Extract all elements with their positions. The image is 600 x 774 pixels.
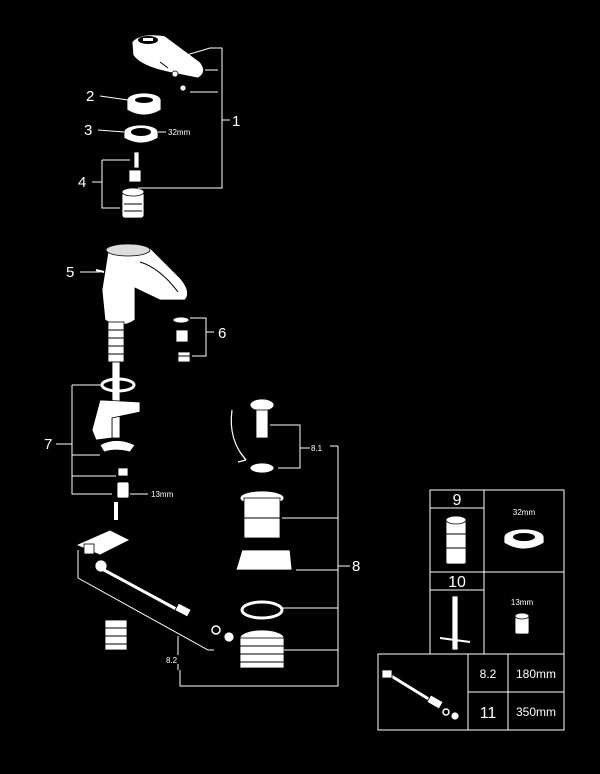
box-9-size: 32mm [513,508,536,517]
spare-parts-table: 9 32mm 10 13mm [377,489,565,731]
callout-7: 7 [44,436,52,453]
callout-3: 3 [84,122,92,139]
box-9-number: 9 [453,492,462,509]
aerator [172,316,191,363]
callout-1: 1 [232,113,240,130]
callout-7-size: 13mm [151,490,174,499]
callout-4: 4 [78,174,86,191]
lever-handle [131,34,204,92]
fixing-set [91,377,141,499]
waste-set [230,398,293,669]
callout-8: 8 [352,558,360,575]
leader-lines [56,47,350,687]
callout-6: 6 [218,325,226,342]
row-0-ref: 8.2 [480,667,497,681]
pull-rod-assembly [74,502,235,651]
row-1-length: 350mm [516,705,556,719]
box-10-number: 10 [448,574,466,591]
cap-cover [126,92,162,116]
callout-8-2: 8.2 [166,656,178,665]
cartridge-spare-icon [445,515,467,565]
callout-8-1: 8.1 [311,444,323,453]
rod-spare-icon [439,595,471,651]
box-10-size: 13mm [511,598,534,607]
mixer-body [95,243,188,326]
callout-2: 2 [86,88,94,105]
cartridge-adapter [121,151,145,219]
cartridge-nut [123,124,159,144]
hose-spare-icon [381,669,460,721]
flex-hose [107,321,125,439]
row-0-length: 180mm [516,667,556,681]
callout-5: 5 [66,264,74,281]
nut-13mm-spare-icon [514,612,530,635]
row-1-ref: 11 [480,705,497,722]
callout-3-size: 32mm [168,128,191,137]
nut-spare-icon [503,528,545,550]
